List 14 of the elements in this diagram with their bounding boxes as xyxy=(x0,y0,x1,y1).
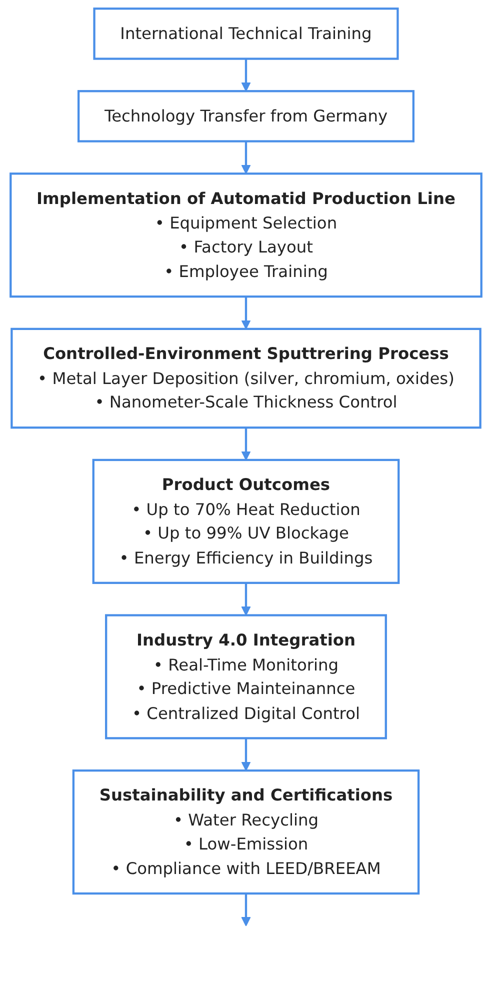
arrow xyxy=(241,296,251,330)
arrow xyxy=(241,58,251,92)
node-box: Sustainability and Certifications • Water Recycling • Low-Emission • Compliance with LEED/BREEAM xyxy=(72,769,420,895)
node-box: Implementation of Automatid Production Line • Equipment Selection • Factory Layout • Employee Training xyxy=(10,172,482,298)
node-box: Product Outcomes • Up to 70% Heat Reduction • Up to 99% UV Blockage • Energy Efficiency in Buildings xyxy=(92,458,400,584)
node-box: International Technical Training xyxy=(93,8,399,60)
arrow xyxy=(241,141,251,174)
node-box: Technology Transfer from Germany xyxy=(77,90,414,142)
node-box: Controlled-Environment Sputtrering Process • Metal Layer Deposition (silver, chromium, oxides) • Nanometer-Scale Thickness Control xyxy=(10,328,482,429)
arrow xyxy=(241,738,251,771)
node-box: Industry 4.0 Integration • Real-Time Monitoring • Predictive Mainteinannce • Centralized Digital Control xyxy=(105,614,387,740)
arrow xyxy=(241,894,251,926)
arrow xyxy=(241,428,251,460)
arrow xyxy=(241,582,251,616)
